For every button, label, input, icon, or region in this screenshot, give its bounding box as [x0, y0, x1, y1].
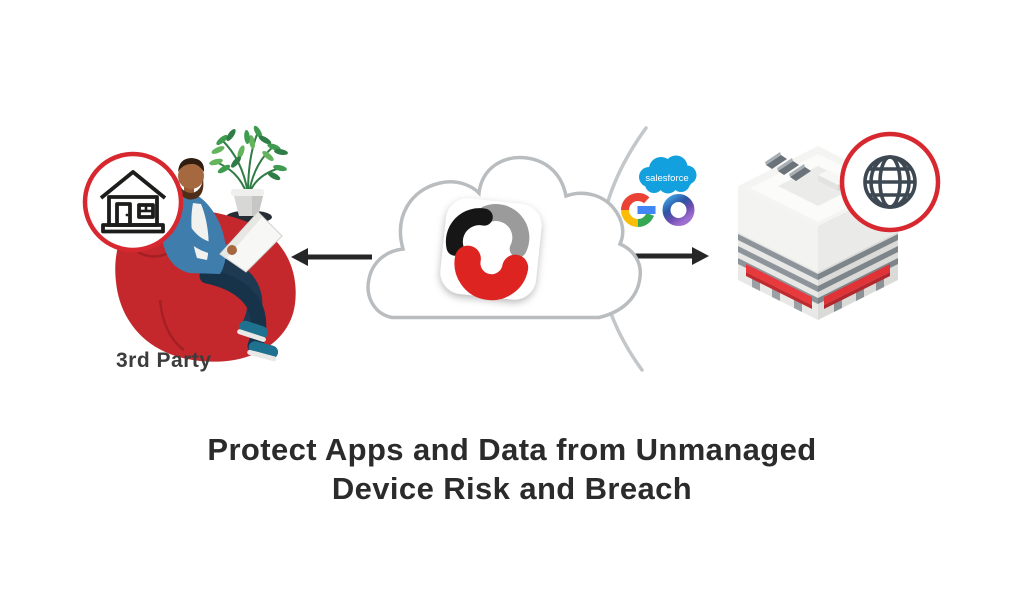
plant-pot-rim	[231, 189, 264, 196]
left-arrow-icon	[291, 248, 372, 266]
google-g-logo	[620, 192, 656, 227]
person-beard	[178, 179, 204, 200]
headline-line2: Device Risk and Breach	[331, 471, 693, 506]
solar-panels	[765, 152, 811, 181]
third-party-label: 3rd Party	[116, 349, 212, 372]
vendor-logo-card	[440, 198, 542, 301]
awning-left	[746, 264, 812, 305]
sneaker	[247, 341, 279, 362]
salesforce-wordmark: salesforce	[645, 173, 688, 184]
app-cloud	[366, 155, 643, 320]
third-party-badge	[82, 151, 184, 253]
sneaker	[237, 320, 268, 342]
plant-illustration	[209, 125, 288, 216]
globe-badge	[839, 131, 941, 233]
salesforce-logo: salesforce	[639, 155, 697, 194]
salesforce-cloud-shape	[639, 155, 697, 194]
person-arm	[175, 214, 234, 256]
vendor-logo-mark	[445, 204, 530, 301]
headline-line1: Protect Apps and Data from Unmanaged	[207, 432, 817, 467]
person-hand	[227, 245, 237, 255]
headline: Protect Apps and Data from Unmanaged Dev…	[0, 430, 1024, 508]
awning-right	[824, 264, 890, 305]
person	[161, 158, 283, 362]
person-head	[178, 163, 204, 189]
microsoft-365-logo	[662, 194, 695, 226]
plant-leaves	[209, 125, 288, 181]
paper-document	[219, 211, 283, 273]
person-hair	[178, 158, 205, 172]
remote-worker-illustration	[82, 125, 296, 362]
house-icon	[99, 170, 167, 234]
globe-icon	[863, 155, 917, 209]
